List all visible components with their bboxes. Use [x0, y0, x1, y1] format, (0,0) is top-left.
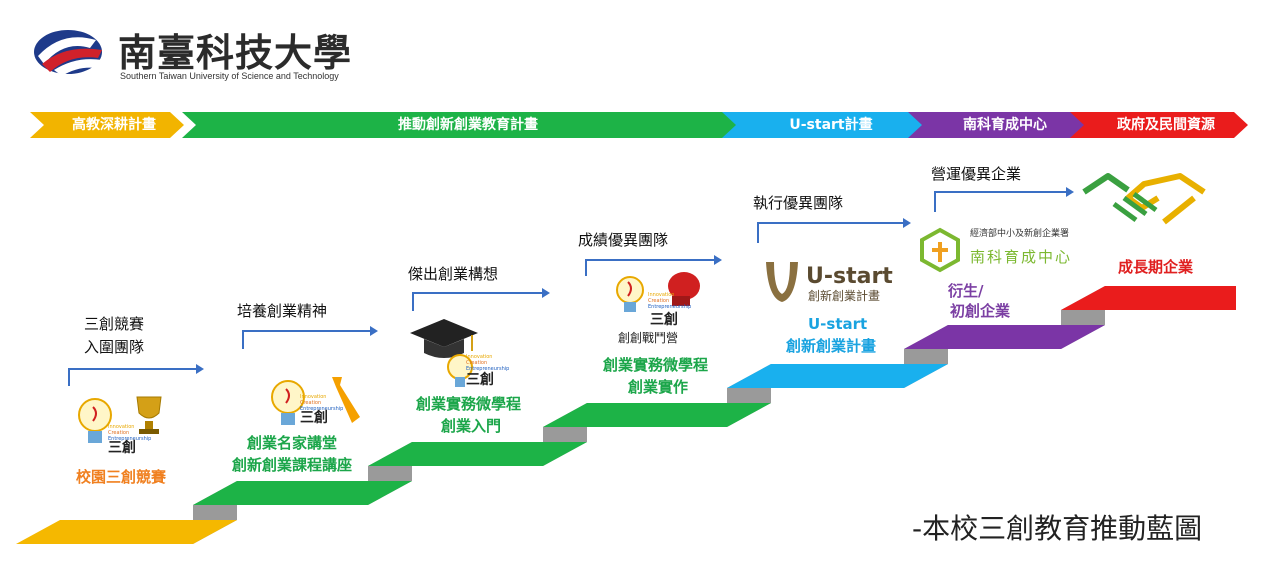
banner-segment-3: [722, 112, 926, 138]
graduation-cap-icon: [410, 319, 478, 387]
icon-3-word-3: Entrepreneurship: [466, 366, 509, 372]
banner-label-1: 高教深耕計畫: [72, 117, 156, 133]
icon-4-word-1: Innovation: [648, 292, 674, 298]
program-banner: [30, 112, 1248, 138]
icon-5-subtext: 創新創業計畫: [808, 288, 880, 303]
icon-3-text: 三創: [466, 371, 494, 388]
step-7-tread: [1061, 286, 1236, 310]
icon-1-text: 三創: [108, 439, 136, 456]
step-4-title-line-2: 創業實作: [628, 378, 689, 396]
icon-1-word-3: Entrepreneurship: [108, 436, 151, 442]
icon-3-word-1: Innovation: [466, 354, 492, 360]
icon-4-text: 三創: [650, 311, 678, 328]
step-3-arrow-label: 傑出創業構想: [408, 265, 499, 283]
banner-segment-2: [182, 112, 740, 138]
icon-4-word-3: Entrepreneurship: [648, 304, 691, 310]
step-3-title-line-2: 創業入門: [441, 417, 502, 435]
banner-label-5: 政府及民間資源: [1117, 117, 1215, 133]
arrow-3: [412, 292, 542, 311]
step-2-tread: [193, 481, 412, 505]
banner-label-3: U-start計畫: [789, 117, 873, 133]
step-2-title-line-1: 創業名家講堂: [247, 434, 338, 452]
icon-4-word-2: Creation: [648, 298, 669, 304]
icon-2-word-2: Creation: [300, 400, 321, 406]
step-2-title-line-2: 創新創業課程講座: [232, 456, 353, 474]
step-2-arrow-label: 培養創業精神: [237, 302, 328, 320]
step-4-tread: [543, 403, 771, 427]
icon-6-text: 南科育成中心: [970, 248, 1072, 266]
bulb-tie-icon: [271, 377, 360, 425]
banner-segment-5: [1070, 112, 1248, 138]
step-1-title: 校園三創競賽: [76, 468, 167, 486]
icon-4-subtext: 創創戰鬥營: [618, 331, 678, 345]
icon-2-text: 三創: [300, 409, 328, 426]
arrow-5: [757, 222, 903, 243]
step-3-title-line-1: 創業實務微學程: [416, 395, 522, 413]
step-6-tread: [904, 325, 1105, 349]
banner-segment-1: [30, 112, 184, 138]
incubation-center-logo-icon: [920, 227, 960, 273]
step-6-arrow-label: 營運優異企業: [931, 165, 1022, 183]
step-7-title: 成長期企業: [1118, 258, 1194, 276]
university-emblem-icon: [34, 30, 102, 76]
arrow-6: [934, 191, 1066, 212]
step-4-arrow-label: 成績優異團隊: [578, 231, 669, 249]
step-1-tread: [16, 520, 237, 544]
step-6-title-line-2: 初創企業: [950, 302, 1011, 320]
icon-1-word-2: Creation: [108, 430, 129, 436]
step-3-tread: [368, 442, 587, 466]
step-6-title-line-1: 衍生/: [948, 282, 984, 300]
u-start-logo-icon: [766, 262, 798, 302]
step-1-arrow-label-line-2: 入圍團隊: [84, 338, 145, 356]
arrow-2: [242, 330, 370, 349]
university-logo: [32, 26, 112, 78]
icon-5-text: U-start: [806, 264, 893, 289]
bulb-trophy-icon: [78, 396, 162, 443]
diagram-caption: -本校三創教育推動藍圖: [912, 512, 1203, 545]
banner-label-2: 推動創新創業教育計畫: [398, 117, 538, 133]
icon-3-word-2: Creation: [466, 360, 487, 366]
icon-2-word-3: Entrepreneurship: [300, 406, 343, 412]
step-5-title-line-2: 創新創業計畫: [786, 337, 877, 355]
step-5-arrow-label: 執行優異團隊: [753, 194, 844, 212]
icon-2-word-1: Innovation: [300, 394, 326, 400]
university-name: 南臺科技大學: [118, 30, 353, 75]
step-4-title-line-1: 創業實務微學程: [603, 356, 709, 374]
banner-label-4: 南科育成中心: [963, 117, 1047, 133]
arrow-1: [68, 368, 196, 386]
banner-segment-4: [908, 112, 1088, 138]
step-5-title-line-1: U-start: [808, 315, 868, 333]
icon-1-word-1: Innovation: [108, 424, 134, 430]
handshake-icon: [1082, 173, 1206, 225]
progress-arrows: [68, 191, 1066, 386]
university-name-en: Southern Taiwan University of Science an…: [120, 71, 339, 81]
step-5-tread: [727, 364, 948, 388]
icon-6-subtext: 經濟部中小及新創企業署: [970, 227, 1069, 239]
bulb-boxing-glove-icon: [616, 272, 700, 312]
step-1-arrow-label-line-1: 三創競賽: [84, 315, 145, 333]
arrow-4: [585, 259, 714, 276]
